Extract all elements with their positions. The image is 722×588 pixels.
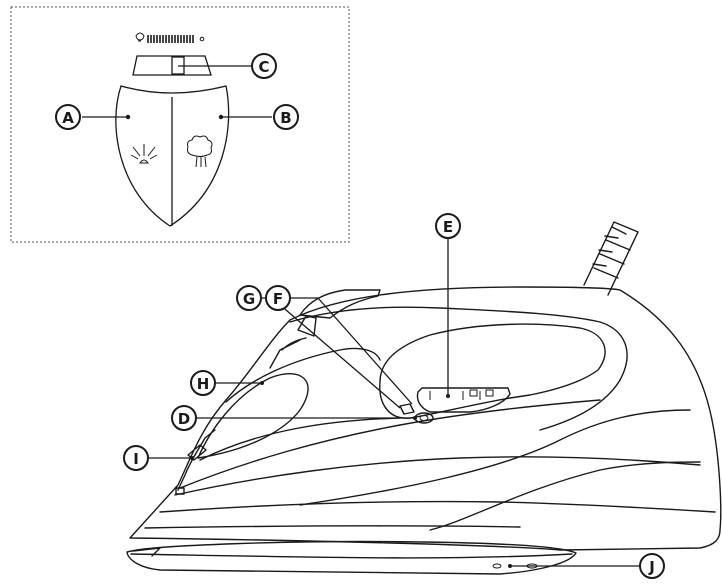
- svg-text:E: E: [443, 218, 453, 236]
- inset-border: [10, 6, 350, 243]
- soleplate: [126, 540, 577, 575]
- steam-dial: [132, 55, 212, 76]
- callout-d: D: [171, 405, 197, 431]
- top-buttons: [299, 289, 381, 319]
- callout-h: H: [190, 370, 216, 396]
- callout-a: A: [55, 104, 81, 130]
- svg-text:G: G: [243, 290, 255, 308]
- power-cord: [583, 221, 639, 296]
- svg-text:A: A: [62, 109, 74, 127]
- svg-text:F: F: [273, 290, 283, 308]
- svg-text:I: I: [133, 450, 139, 468]
- svg-text:B: B: [280, 109, 291, 127]
- svg-text:C: C: [258, 58, 269, 76]
- spray-steam-buttons: [115, 85, 230, 227]
- callout-g: G: [236, 285, 262, 311]
- callout-i: I: [123, 445, 149, 471]
- steam-iron: [126, 221, 722, 575]
- iron-body: [129, 286, 722, 551]
- nozzle: [175, 487, 185, 495]
- water-tank-window: [197, 373, 309, 459]
- steam-burst-icon: [187, 135, 213, 168]
- callout-b: B: [273, 104, 299, 130]
- self-clean-button: [414, 412, 434, 424]
- handle-opening: [379, 323, 606, 419]
- control-detail-inset: [10, 6, 350, 243]
- callout-c: C: [251, 53, 277, 79]
- svg-text:D: D: [178, 410, 190, 428]
- spray-icon: [130, 144, 158, 164]
- temperature-dial: [416, 387, 511, 413]
- callout-f: F: [265, 285, 291, 311]
- svg-text:J: J: [648, 558, 655, 576]
- steam-level-icon: [135, 32, 205, 43]
- callout-e: E: [435, 213, 461, 239]
- callout-j: J: [639, 553, 665, 579]
- svg-text:H: H: [197, 375, 210, 393]
